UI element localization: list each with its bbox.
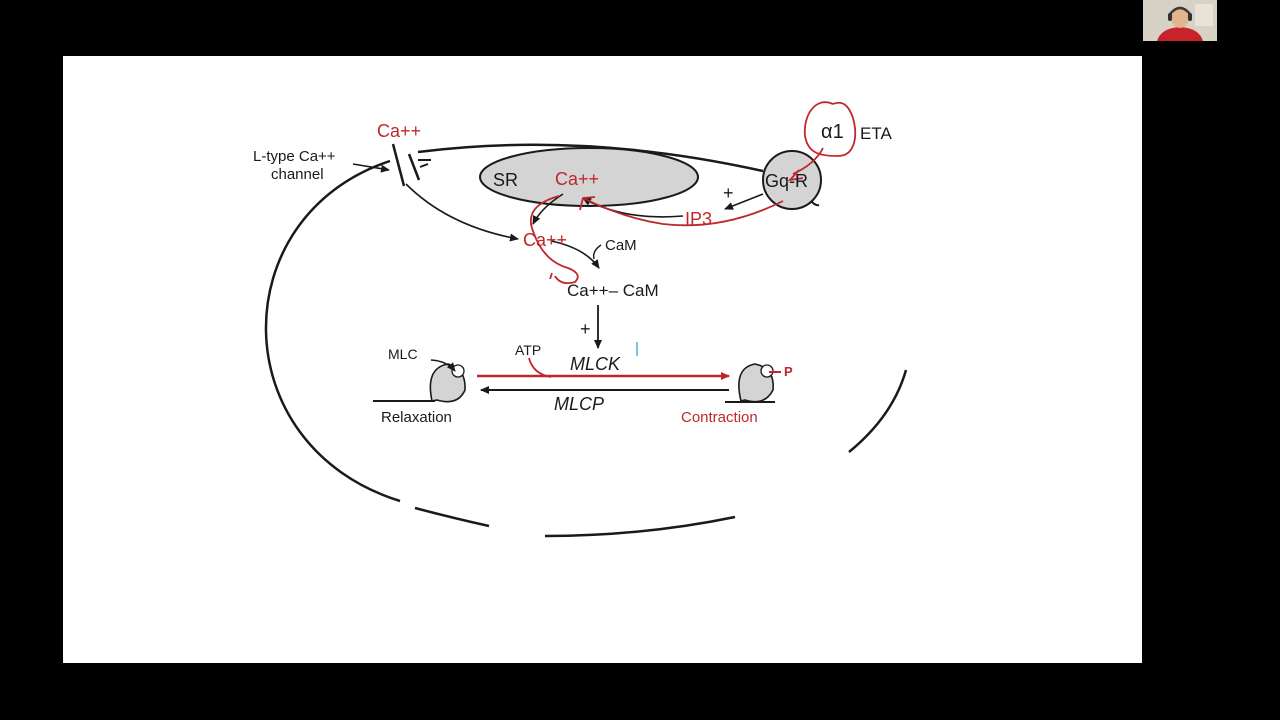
phosphate-label: P	[784, 364, 793, 379]
ltype-channel	[391, 143, 431, 187]
mlc-pointer-arrow	[430, 359, 456, 372]
cell-membrane-arc	[417, 143, 764, 173]
webcam-thumbnail	[1143, 0, 1217, 41]
atp-arrow	[528, 357, 552, 378]
contracted-myosin	[725, 363, 781, 403]
mlck-label: MLCK	[570, 354, 621, 374]
cam-binding-arrow	[550, 240, 600, 269]
receptor-plus: +	[723, 183, 734, 203]
ca-influx-arrow	[405, 183, 519, 242]
cell-membrane-bottom-1	[414, 506, 490, 528]
relaxed-myosin	[373, 363, 466, 403]
slide-canvas: Ca++ L-type Ca++ channel SR Ca++ Gq-R + …	[63, 56, 1142, 663]
handwritten-annotations	[529, 101, 857, 285]
person-video-icon	[1143, 0, 1217, 41]
receptor-to-ip3-arrow	[724, 193, 764, 210]
eta-label: ETA	[860, 124, 892, 143]
relaxation-label: Relaxation	[381, 409, 452, 426]
sr-organelle	[479, 147, 699, 207]
cell-membrane-right	[848, 369, 908, 453]
sr-release-arrow	[532, 193, 564, 225]
ltype-label-line2: channel	[271, 166, 324, 183]
activation-plus: +	[580, 319, 591, 339]
alpha1-label: α1	[821, 121, 844, 143]
ca-sr-label: Ca++	[555, 169, 599, 189]
cell-membrane-top	[264, 159, 401, 503]
ltype-pointer-arrow	[352, 163, 390, 173]
atp-label: ATP	[515, 342, 541, 358]
ltype-label-line1: L-type Ca++	[253, 148, 336, 165]
ca-cytosol-label: Ca++	[523, 230, 567, 250]
sr-label: SR	[493, 170, 518, 190]
ca-outside-label: Ca++	[377, 121, 421, 141]
cell-membrane-bottom-2	[544, 515, 736, 538]
cam-label: CaM	[605, 237, 637, 254]
contraction-label: Contraction	[681, 409, 758, 426]
mlc-label: MLC	[388, 346, 418, 362]
ca-cam-complex-label: Ca++– CaM	[567, 281, 659, 300]
smooth-muscle-diagram: Ca++ L-type Ca++ channel SR Ca++ Gq-R + …	[253, 101, 908, 538]
receptor-label: Gq-R	[765, 171, 808, 191]
ip3-label: IP3	[685, 209, 712, 229]
mlcp-label: MLCP	[554, 394, 604, 414]
